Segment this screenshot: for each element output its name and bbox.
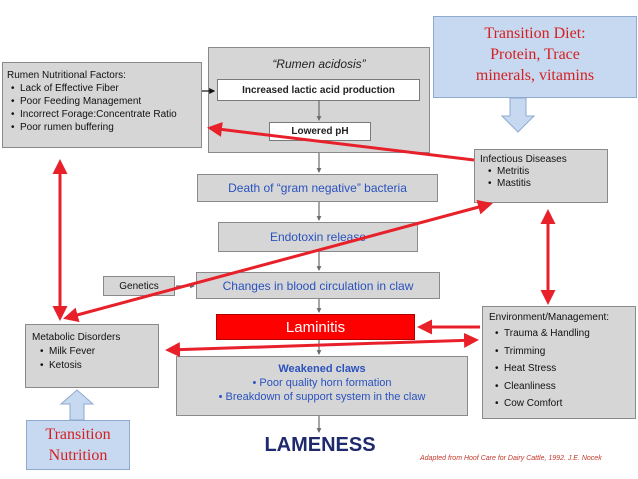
rumen-factors-box: Rumen Nutritional Factors: Lack of Effec… [2,62,202,148]
metabolic-heading: Metabolic Disorders [32,332,121,343]
list-item: Trauma & Handling [495,325,629,343]
infectious-heading: Infectious Diseases [480,154,567,165]
rumen-factors-heading: Rumen Nutritional Factors: [7,70,126,81]
environment-management-box: Environment/Management: Trauma & Handlin… [482,306,636,419]
infectious-list: Metritis Mastitis [488,166,602,190]
lactic-acid-box: Increased lactic acid production [217,79,420,101]
rumen-factors-list: Lack of Effective Fiber Poor Feeding Man… [11,82,197,134]
red-arrow-metabolic-environment [165,332,479,358]
list-item: Mastitis [488,178,602,190]
list-item: Trimming [495,343,629,361]
transition-diet-line3: minerals, vitamins [475,67,595,84]
transition-diet-pointer [500,97,536,133]
environment-heading: Environment/Management: [489,312,610,323]
weakened-item-1: • Poor quality horn formation [252,377,392,389]
list-item: Incorrect Forage:Concentrate Ratio [11,108,197,121]
weakened-claws-box: Weakened claws • Poor quality horn forma… [176,356,468,416]
rumen-acidosis-title: “Rumen acidosis” [272,57,366,71]
weakened-item-text: Breakdown of support system in the claw [225,391,426,403]
list-item: Cow Comfort [495,395,629,413]
laminitis-box: Laminitis [216,314,415,340]
transition-nutrition-line1: Transition [45,426,111,443]
transition-diet-line1: Transition Diet: [484,25,586,42]
transition-nutrition-line2: Nutrition [48,447,108,464]
environment-list: Trauma & Handling Trimming Heat Stress C… [495,325,629,413]
list-item: Heat Stress [495,360,629,378]
list-item: Lack of Effective Fiber [11,82,197,95]
infectious-diseases-box: Infectious Diseases Metritis Mastitis [474,149,608,203]
source-note: Adapted from Hoof Care for Dairy Cattle,… [420,455,602,462]
transition-nutrition-pointer [59,389,95,421]
metabolic-disorders-box: Metabolic Disorders Milk Fever Ketosis [25,324,159,388]
weakened-item-text: Poor quality horn formation [259,377,392,389]
transition-diet-callout: Transition Diet: Protein, Trace minerals… [433,16,637,98]
transition-nutrition-callout: Transition Nutrition [26,420,130,470]
list-item: Poor rumen buffering [11,121,197,134]
genetics-box: Genetics [103,276,175,296]
list-item: Cleanliness [495,378,629,396]
transition-diet-line2: Protein, Trace [490,46,580,63]
list-item: Metritis [488,166,602,178]
list-item: Ketosis [40,359,152,373]
lowered-ph-box: Lowered pH [269,122,371,141]
list-item: Milk Fever [40,345,152,359]
lameness-label: LAMENESS [264,434,376,456]
list-item: Poor Feeding Management [11,95,197,108]
weakened-item-2: • Breakdown of support system in the cla… [218,391,426,403]
weakened-claws-title: Weakened claws [278,363,366,375]
metabolic-list: Milk Fever Ketosis [40,345,152,373]
rumen-acidosis-panel: “Rumen acidosis” Increased lactic acid p… [208,47,430,153]
blood-circulation-box: Changes in blood circulation in claw [196,272,440,299]
death-bacteria-box: Death of “gram negative” bacteria [197,174,438,202]
endotoxin-box: Endotoxin release [218,222,418,252]
